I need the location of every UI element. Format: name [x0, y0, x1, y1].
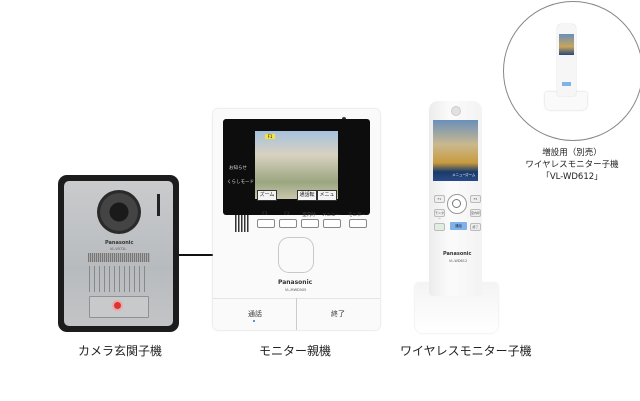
- f2-key: [279, 219, 297, 228]
- doorbell-led-icon: [114, 302, 121, 309]
- f1-key-label: F1: [262, 212, 268, 217]
- screen-transfer-button: 通話転送: [297, 190, 317, 207]
- handset-earpiece-icon: [451, 106, 461, 116]
- monitor-video-screen: [255, 131, 338, 199]
- monitor-key-label: モニター: [348, 213, 366, 218]
- inset-talk-key: [562, 82, 571, 86]
- intercom-key-label: 室内呼: [302, 213, 316, 218]
- inset-caption-line1: 増設用（別売）: [542, 148, 602, 158]
- f1-key: [257, 219, 275, 228]
- door-camera-brand: Panasonic: [105, 240, 134, 246]
- monitor-brand: Panasonic: [278, 279, 313, 286]
- speaker-grille: [89, 266, 149, 292]
- talk-indicator-dot: [253, 320, 255, 322]
- menu-key-label: メニュー: [322, 213, 340, 218]
- inset-caption-line2: ワイヤレスモニター子機: [525, 160, 619, 170]
- handset-caption: ワイヤレスモニター子機: [400, 344, 532, 358]
- end-button-label: 終了: [331, 310, 345, 318]
- menu-key: [323, 219, 341, 228]
- door-camera-model: VL-V572L: [110, 247, 127, 251]
- inset-caption: 増設用（別売） ワイヤレスモニター子機 「VL-WD612」: [507, 147, 637, 183]
- screen-menu-button: メニュー: [317, 190, 337, 207]
- handset-f2-key: F2: [470, 195, 481, 203]
- camera-lens-icon: [97, 190, 141, 234]
- microphone-grille: [88, 253, 150, 262]
- f2-key-label: F2: [284, 212, 290, 217]
- talk-button-label: 通話: [248, 310, 262, 318]
- handset-brand: Panasonic: [443, 251, 472, 257]
- handset-enter-key: [452, 199, 461, 208]
- main-monitor-caption: モニター親機: [258, 344, 331, 358]
- handset-phone-key: [434, 223, 445, 231]
- handset-screen-zoom: ズーム: [465, 173, 476, 177]
- inset-handset-screen: [559, 34, 574, 55]
- intercom-key: [301, 219, 319, 228]
- monitor-model: VL-MWD505: [285, 288, 307, 292]
- talk-button: 通話: [214, 298, 297, 330]
- handset-talk-key: 通話: [450, 222, 467, 230]
- handset-end-key: 終了: [470, 223, 481, 231]
- monitor-center-button: [278, 237, 314, 273]
- screen-zoom-button: ズーム: [257, 190, 277, 201]
- notice-label: お知らせ: [229, 166, 247, 171]
- inset-caption-line3: 「VL-WD612」: [541, 172, 603, 182]
- screen-badge: F1: [265, 134, 275, 139]
- handset-model: VL-WD612: [449, 259, 468, 263]
- living-mode-label: くらしモード: [227, 180, 254, 185]
- inset-cradle: [545, 92, 587, 110]
- handset-intercom-key: 室内呼: [470, 209, 481, 217]
- door-camera-caption: カメラ玄関子機: [77, 344, 162, 358]
- monitor-key: [349, 219, 367, 228]
- connection-wire: [179, 254, 214, 256]
- camera-indicator-slot: [157, 194, 160, 216]
- handset-video-screen: [433, 120, 478, 181]
- end-button: 終了: [297, 298, 379, 330]
- handset-monitor-key: モニター: [434, 209, 445, 221]
- monitor-speaker-icon: [235, 215, 249, 232]
- handset-screen-menu: メニュー: [452, 173, 466, 177]
- handset-f1-key: F1: [434, 195, 445, 203]
